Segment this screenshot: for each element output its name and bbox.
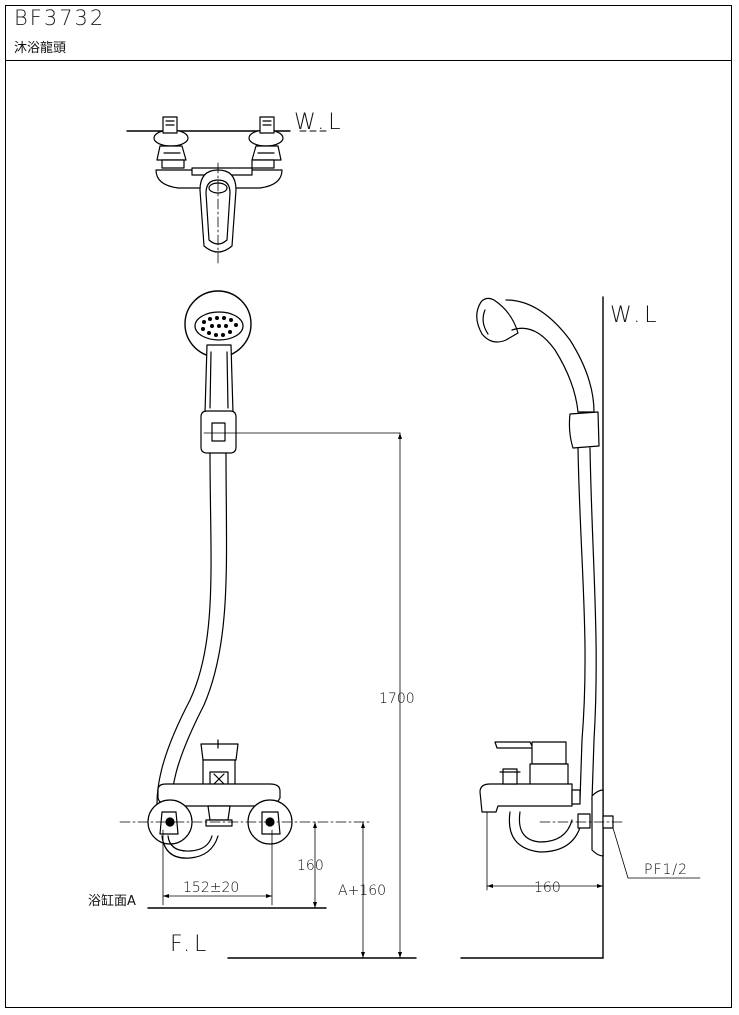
height-1700-dimension: 1700 <box>379 691 415 707</box>
floor-to-inlet-dimension: A+160 <box>338 883 386 899</box>
front-view: 1700 152±20 160 A+160 浴缸面A F.L <box>88 290 417 959</box>
drawing-frame <box>5 5 732 1008</box>
wall-line-label-top: W.L <box>294 110 344 135</box>
tub-to-inlet-dimension: 160 <box>297 858 324 874</box>
side-view: W.L 160 PF1/2 <box>460 296 701 959</box>
floor-line-label: F.L <box>170 932 210 957</box>
top-view: W.L <box>126 110 344 266</box>
tub-surface-label: 浴缸面A <box>88 893 136 909</box>
center-spacing-dimension: 152±20 <box>183 880 239 896</box>
product-name: 沐浴龍頭 <box>14 41 67 56</box>
wall-projection-dimension: 160 <box>534 880 561 896</box>
wall-line-label-side: W.L <box>610 303 660 328</box>
model-code: BF3732 <box>14 6 106 30</box>
thread-size-label: PF1/2 <box>644 862 688 878</box>
title-block-divider <box>5 60 732 61</box>
